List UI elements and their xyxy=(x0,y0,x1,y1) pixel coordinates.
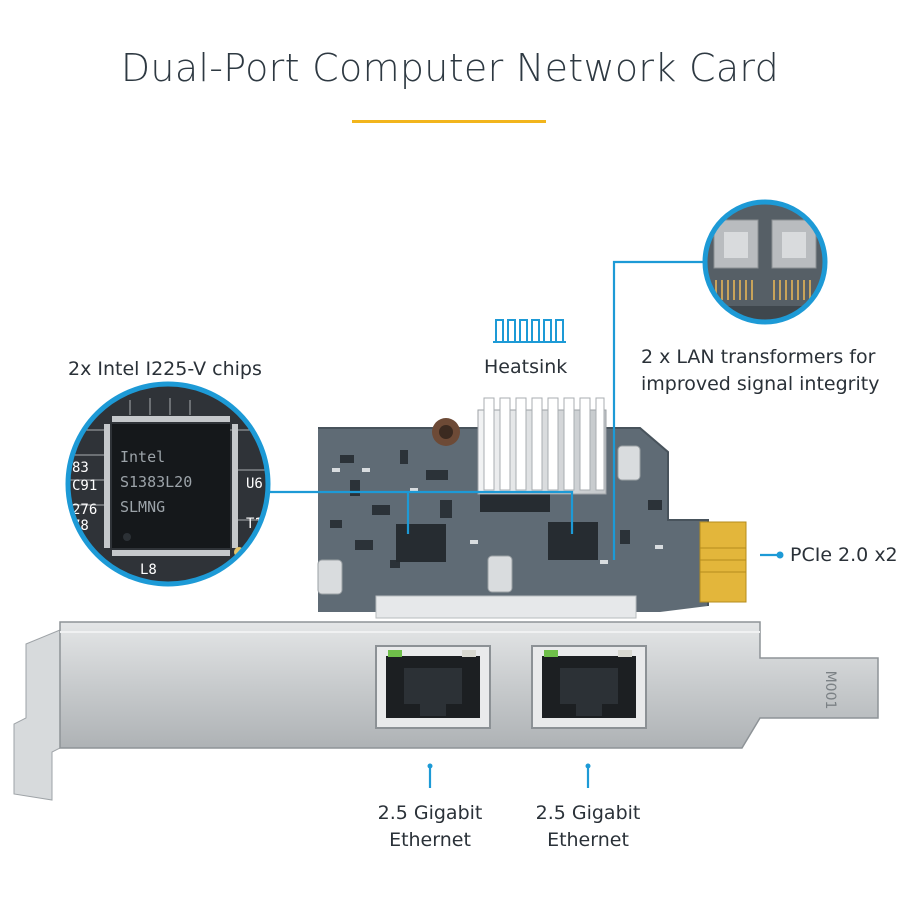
silk-l8: L8 xyxy=(140,562,157,578)
silk-u6: U6 xyxy=(246,476,263,492)
transformers-label-line2: improved signal integrity xyxy=(641,373,880,395)
port1-label-line1: 2.5 Gigabit xyxy=(377,802,483,824)
chip-marking-1: Intel xyxy=(120,448,165,466)
svg-text:C91: C91 xyxy=(72,478,97,494)
heatsink-label: Heatsink xyxy=(484,356,568,378)
transformers-label-line1: 2 x LAN transformers for xyxy=(641,346,876,368)
pcb-chip-left xyxy=(396,524,446,562)
callout-lines xyxy=(266,260,780,788)
port2-label-line2: Ethernet xyxy=(547,829,629,851)
svg-text:83: 83 xyxy=(72,460,89,476)
pcie-callout-dot xyxy=(776,551,784,559)
standoff-screws xyxy=(317,445,641,595)
pcie-label: PCIe 2.0 x2 xyxy=(790,544,898,566)
port1-label-line2: Ethernet xyxy=(389,829,471,851)
bracket-marking: M001 xyxy=(822,671,838,710)
heatsink-icon xyxy=(493,319,566,343)
chip-marking-3: SLMNG xyxy=(120,498,165,516)
chips-label: 2x Intel I225-V chips xyxy=(68,358,262,380)
page-title: Dual-Port Computer Network Card xyxy=(120,46,780,90)
pcie-gold-fingers xyxy=(699,521,747,603)
title-underline xyxy=(352,120,546,123)
port2-label-line1: 2.5 Gigabit xyxy=(535,802,641,824)
transformer-zoom-inset xyxy=(702,199,828,325)
heatsink xyxy=(477,397,607,495)
svg-text:276: 276 xyxy=(72,502,97,518)
ethernet-port-2 xyxy=(531,645,647,729)
ethernet-port-1 xyxy=(375,645,491,729)
chip-marking-2: S1383L20 xyxy=(120,473,192,491)
intel-chip xyxy=(112,424,230,548)
